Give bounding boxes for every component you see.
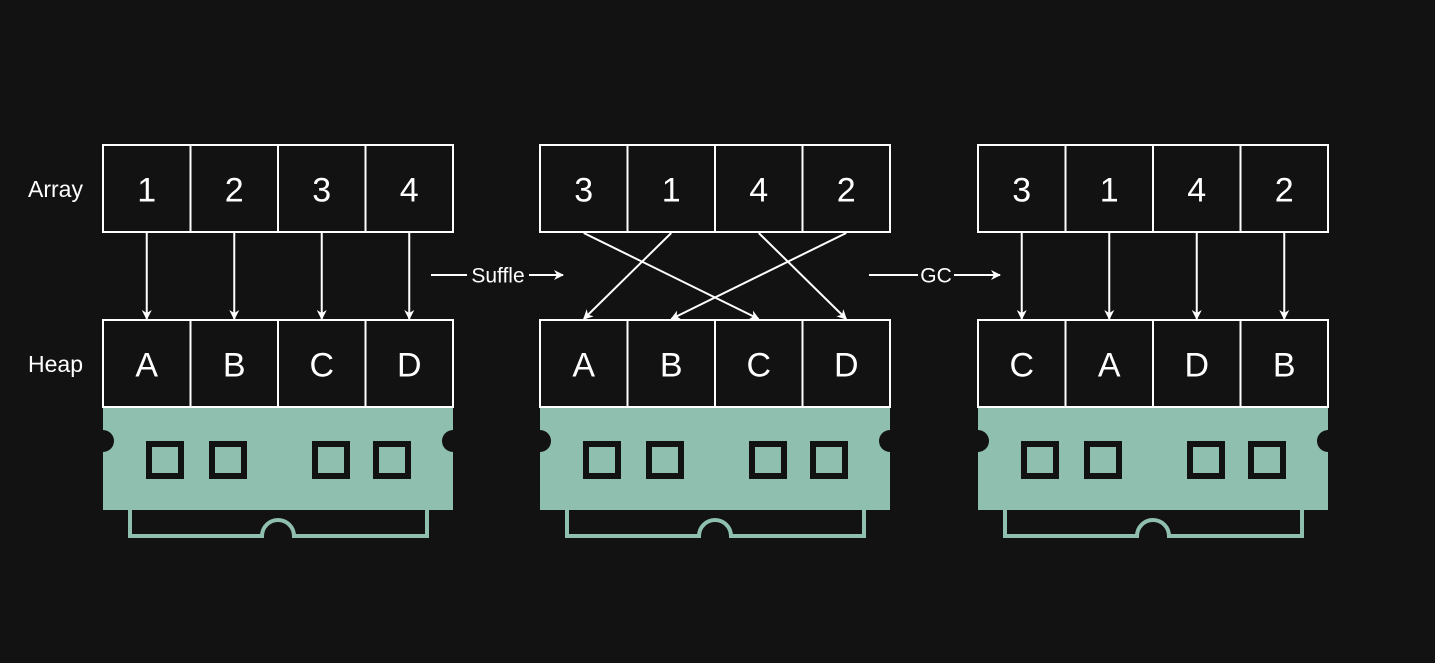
heap-cell: D: [801, 319, 891, 408]
array-cell: 4: [1152, 144, 1242, 233]
array-value: 4: [749, 172, 768, 210]
heap-cell: D: [364, 319, 454, 408]
pointer-arrow: [583, 232, 760, 320]
ram-chip-icon: [312, 441, 350, 479]
array-value: 2: [1275, 172, 1294, 210]
heap-cell: A: [539, 319, 629, 408]
heap-value: D: [1184, 347, 1209, 385]
array-label: Array: [28, 176, 83, 202]
pointer-arrow: [670, 232, 847, 320]
ram-module-icon: [529, 408, 901, 538]
heap-value: B: [1273, 347, 1296, 385]
array-value: 1: [137, 172, 156, 210]
panel-3: 3 1 4 2C A D B: [967, 144, 1339, 538]
heap-cell: B: [1239, 319, 1329, 408]
heap-value: A: [572, 347, 595, 385]
ram-chip-icon: [209, 441, 247, 479]
heap-label: Heap: [28, 351, 83, 377]
ram-chip-icon: [646, 441, 684, 479]
heap-cell: C: [714, 319, 804, 408]
ram-module-icon: [967, 408, 1339, 538]
ram-chip-icon: [1248, 441, 1286, 479]
heap-value: C: [1009, 347, 1034, 385]
array-value: 3: [1012, 172, 1031, 210]
heap-value: C: [746, 347, 771, 385]
panel-1: 1 2 3 4A B C D: [92, 144, 464, 538]
array-cell: 2: [189, 144, 279, 233]
array-cell: 4: [364, 144, 454, 233]
heap-cell: D: [1152, 319, 1242, 408]
operation-label: GC: [920, 265, 952, 288]
array-cell: 1: [626, 144, 716, 233]
array-cell: 4: [714, 144, 804, 233]
array-value: 1: [1100, 172, 1119, 210]
pointer-arrow: [758, 232, 847, 320]
heap-value: B: [660, 347, 683, 385]
operation-1: Suffle: [431, 263, 564, 288]
array-value: 3: [312, 172, 331, 210]
heap-value: D: [834, 347, 859, 385]
ram-module-icon: [92, 408, 464, 538]
array-cell: 1: [102, 144, 192, 233]
ram-connector-icon: [128, 510, 429, 538]
array-value: 4: [400, 172, 419, 210]
ram-chip-icon: [1021, 441, 1059, 479]
pointer-arrow: [583, 232, 672, 320]
heap-value: D: [397, 347, 422, 385]
array-value: 2: [837, 172, 856, 210]
heap-value: B: [223, 347, 246, 385]
array-cell: 2: [1239, 144, 1329, 233]
heap-cell: A: [102, 319, 192, 408]
heap-cell: C: [277, 319, 367, 408]
ram-chip-icon: [583, 441, 621, 479]
array-value: 4: [1187, 172, 1206, 210]
heap-cell: A: [1064, 319, 1154, 408]
ram-connector-icon: [565, 510, 866, 538]
ram-chip-icon: [373, 441, 411, 479]
array-cell: 3: [539, 144, 629, 233]
array-value: 1: [662, 172, 681, 210]
ram-chip-icon: [749, 441, 787, 479]
ram-chip-icon: [810, 441, 848, 479]
ram-chip-icon: [146, 441, 184, 479]
heap-value: A: [135, 347, 158, 385]
array-value: 3: [574, 172, 593, 210]
panel-2: 3 1 4 2A B C D: [529, 144, 901, 538]
array-cell: 2: [801, 144, 891, 233]
array-cell: 3: [277, 144, 367, 233]
operation-2: GC: [869, 263, 1001, 288]
ram-chip-icon: [1084, 441, 1122, 479]
array-cell: 3: [977, 144, 1067, 233]
heap-cell: B: [626, 319, 716, 408]
heap-cell: C: [977, 319, 1067, 408]
heap-value: A: [1098, 347, 1121, 385]
array-value: 2: [225, 172, 244, 210]
ram-chip-icon: [1187, 441, 1225, 479]
heap-cell: B: [189, 319, 279, 408]
ram-connector-icon: [1003, 510, 1304, 538]
heap-value: C: [309, 347, 334, 385]
array-cell: 1: [1064, 144, 1154, 233]
operation-label: Suffle: [471, 265, 524, 288]
